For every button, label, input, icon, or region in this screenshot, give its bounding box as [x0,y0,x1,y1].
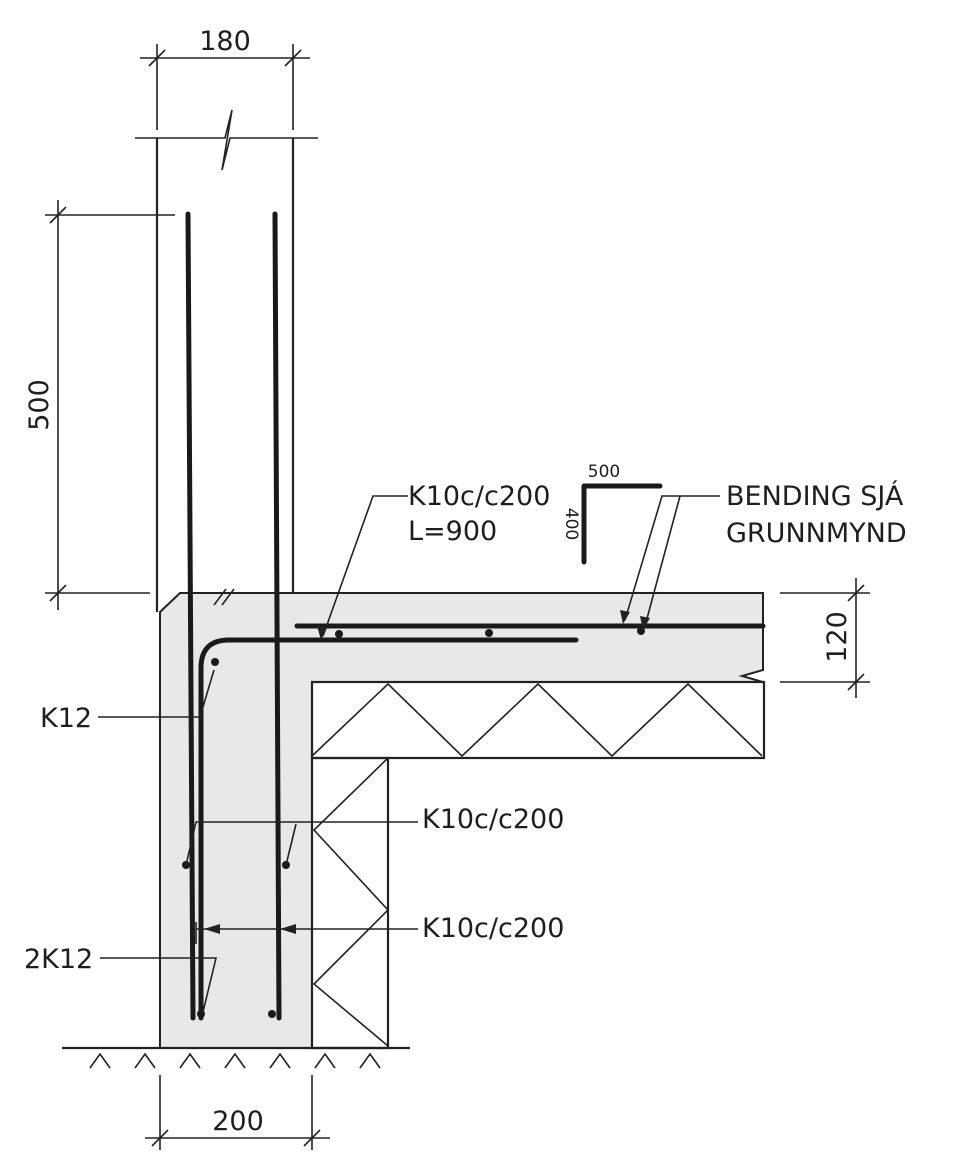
label-bend-500: 500 [588,462,620,482]
label-slab-bar-length: L=900 [408,516,497,547]
label-slab-bar: K10c/c200 [408,481,550,512]
upper-wall [155,138,295,612]
wall-void-hatch [312,757,390,1047]
leader-arrowheads [204,610,650,934]
label-bending-note-2: GRUNNMYND [726,518,907,549]
dim-label-200: 200 [212,1106,264,1137]
label-wall-bar-upper: K10c/c200 [422,804,564,835]
dim-120 [780,578,870,698]
wall-break-line [135,109,318,171]
dim-label-180: 180 [199,26,251,57]
rebar-wall-left [185,211,196,1021]
dim-200 [145,1075,330,1150]
dim-label-500: 500 [24,379,55,431]
label-bending-note-1: BENDING SJÁ [726,480,904,512]
slab-void-box [310,680,766,760]
slab-break-mark [213,588,235,606]
bend-shape-symbol [581,483,663,565]
label-2k12: 2K12 [24,944,93,975]
leaders [98,495,720,1013]
label-k12: K12 [40,703,92,734]
label-bend-400: 400 [561,508,581,540]
dim-180 [140,44,310,130]
wall-void-box [310,756,390,1050]
dim-label-120: 120 [822,611,853,663]
dim-500 [45,200,175,610]
label-wall-bar-lower: K10c/c200 [422,913,564,944]
rebar-wall-right [272,211,282,1021]
ground-hatching [89,1052,381,1069]
slab-void-hatch [311,682,763,758]
rebar-corner-k12 [198,637,579,1021]
